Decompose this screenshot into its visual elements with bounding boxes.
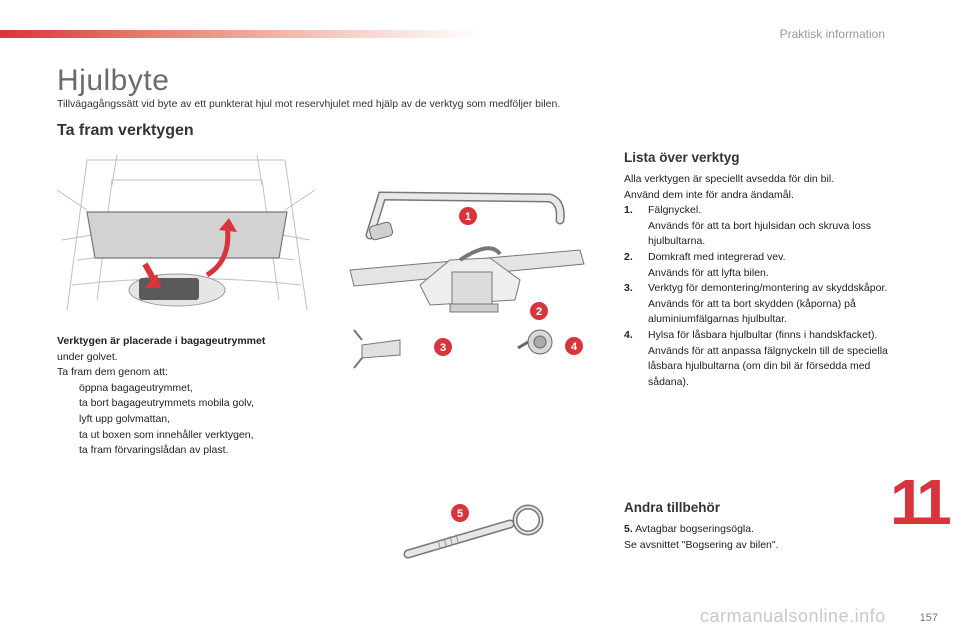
list-item: 2.Domkraft med integrerad vev.Används fö… bbox=[624, 250, 786, 279]
tools-heading: Lista över verktyg bbox=[624, 150, 740, 165]
list-item: ta ut boxen som innehåller verktygen, bbox=[79, 428, 254, 441]
hubcap-tool bbox=[353, 329, 401, 369]
list-item: 4.Hylsa för låsbara hjulbultar (finns i … bbox=[624, 328, 888, 388]
tool-location-rest: under golvet. bbox=[57, 350, 118, 363]
svg-text:3: 3 bbox=[440, 342, 446, 354]
chapter-number: 11 bbox=[890, 466, 952, 538]
callout-3: 3 bbox=[434, 338, 452, 356]
accessory-number: 5. bbox=[624, 523, 633, 535]
page-title: Hjulbyte bbox=[57, 64, 170, 97]
towing-eye-illustration: 5 bbox=[403, 504, 544, 559]
page-subtitle: Tillvägagångssätt vid byte av ett punkte… bbox=[57, 98, 561, 110]
svg-text:2: 2 bbox=[536, 306, 542, 318]
list-item: öppna bagageutrymmet, bbox=[79, 381, 193, 394]
accessories-text: 5. Avtagbar bogseringsögla. Se avsnittet… bbox=[624, 522, 894, 553]
tools-intro-1: Alla verktygen är speciellt avsedda för … bbox=[624, 173, 835, 185]
lock-socket bbox=[517, 329, 553, 355]
wheel-wrench bbox=[365, 191, 565, 241]
tools-list: 1.Fälgnyckel.Används för att ta bort hju… bbox=[624, 203, 894, 390]
tools-illustration: 1 2 3 4 bbox=[349, 191, 585, 369]
tools-intro-2: Använd dem inte för andra ändamål. bbox=[624, 188, 794, 201]
list-item: 3.Verktyg för demontering/montering av s… bbox=[624, 282, 888, 326]
list-item: ta fram förvaringslådan av plast. bbox=[79, 444, 229, 457]
svg-text:1: 1 bbox=[465, 211, 471, 223]
header-accent-bar bbox=[0, 30, 480, 38]
section-label: Praktisk information bbox=[779, 27, 885, 41]
tool-location-bold: Verktygen är placerade i bagageutrymmet bbox=[57, 335, 266, 347]
steps-intro: Ta fram dem genom att: bbox=[57, 366, 168, 379]
page-number: 157 bbox=[919, 612, 938, 624]
tool-location-text: Verktygen är placerade i bagageutrymmet … bbox=[57, 334, 307, 459]
list-item: ta bort bagageutrymmets mobila golv, bbox=[79, 397, 254, 410]
list-item: lyft upp golvmattan, bbox=[79, 412, 171, 425]
callout-5: 5 bbox=[451, 504, 469, 522]
callout-2: 2 bbox=[530, 302, 548, 320]
left-heading: Ta fram verktygen bbox=[57, 122, 194, 139]
svg-text:4: 4 bbox=[571, 341, 578, 353]
accessory-name: Avtagbar bogseringsögla. bbox=[635, 523, 754, 535]
accessory-note: Se avsnittet "Bogsering av bilen". bbox=[624, 538, 779, 551]
trunk-illustration bbox=[57, 150, 315, 316]
list-item: 1.Fälgnyckel.Används för att ta bort hju… bbox=[624, 204, 871, 248]
accessories-heading: Andra tillbehör bbox=[624, 500, 721, 515]
callout-4: 4 bbox=[565, 337, 583, 355]
jack bbox=[349, 246, 585, 313]
watermark: carmanualsonline.info bbox=[700, 606, 886, 626]
svg-text:5: 5 bbox=[457, 508, 463, 520]
callout-1: 1 bbox=[459, 207, 477, 225]
steps-list: öppna bagageutrymmet, ta bort bagageutry… bbox=[57, 381, 307, 459]
tools-text: Alla verktygen är speciellt avsedda för … bbox=[624, 172, 894, 390]
